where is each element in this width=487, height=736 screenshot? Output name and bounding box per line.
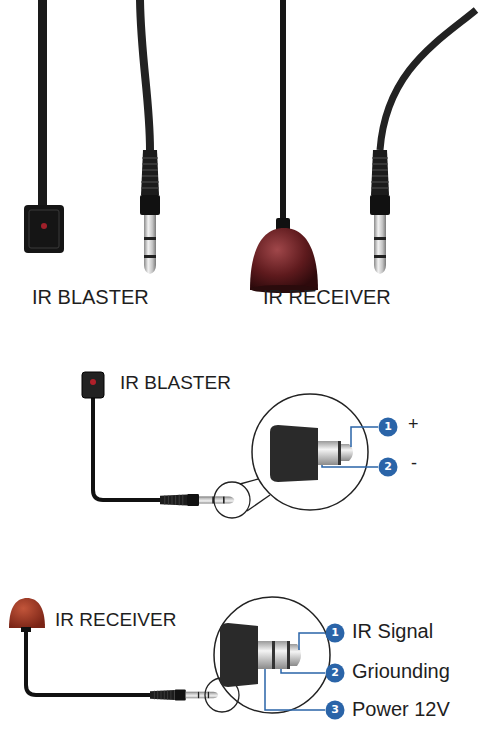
callout-number: 1 [378, 417, 398, 437]
ir-receiver-drawing-part [272, 641, 275, 669]
ir-receiver-plug-photo-part [370, 150, 390, 274]
ir-blaster-drawing-part [318, 441, 338, 465]
ir-blaster-drawing-part [322, 465, 378, 467]
ir-blaster-plug-photo-part [140, 0, 150, 150]
ir-receiver-drawing-part [265, 669, 325, 710]
ir-receiver-drawing-part [21, 627, 31, 632]
ir-receiver-drawing [9, 597, 330, 713]
pin-label: Power 12V [352, 697, 450, 721]
ir-blaster-photo-part [38, 0, 47, 210]
callout-number: 2 [325, 663, 345, 683]
ir-blaster-drawing-part [247, 495, 270, 511]
ir-blaster-drawing-part [214, 482, 250, 518]
ir-blaster-drawing-part [90, 379, 96, 385]
ir-receiver-drawing-part [150, 690, 218, 701]
ir-blaster-drawing-part [160, 494, 234, 506]
ir-blaster-photo-part [29, 210, 59, 248]
part-label: IR RECEIVER [55, 609, 176, 632]
ir-receiver-drawing-part [299, 633, 325, 650]
ir-blaster-drawing-part [338, 441, 341, 465]
ir-blaster-plug-photo-part [140, 150, 160, 274]
callout-number: 2 [378, 457, 398, 477]
part-label: IR BLASTER [32, 285, 149, 309]
ir-blaster-drawing-part [82, 372, 104, 398]
ir-blaster-plug-photo [140, 0, 160, 274]
callout-circle [379, 418, 398, 437]
ir-blaster-drawing [82, 372, 378, 518]
ir-blaster-photo-part [24, 205, 64, 253]
ir-receiver-plug-photo [370, 10, 476, 274]
ir-blaster-drawing-part [252, 394, 368, 510]
part-label: IR RECEIVER [263, 285, 391, 309]
callout-number: 1 [325, 623, 345, 643]
ir-receiver-drawing-part [287, 641, 290, 669]
callout-number: 1 [325, 623, 345, 643]
callout-number: 3 [325, 700, 345, 720]
callout-circle [379, 458, 398, 477]
polarity-sign: - [411, 453, 417, 475]
ir-receiver-plug-photo-part [380, 10, 476, 150]
ir-blaster-photo [24, 0, 64, 253]
ir-receiver-drawing-part [9, 598, 45, 628]
callout-circle [326, 701, 345, 720]
ir-receiver-drawing-part [214, 597, 330, 713]
ir-receiver-drawing-part [275, 641, 287, 669]
ir-blaster-drawing-part [351, 427, 378, 447]
ir-blaster-photo-part [41, 223, 47, 229]
polarity-sign: + [408, 414, 419, 436]
ir-receiver-drawing-part [258, 641, 272, 669]
ir-receiver-photo-part [250, 228, 318, 290]
ir-blaster-drawing-part [270, 425, 318, 482]
ir-receiver-drawing-part [26, 628, 152, 695]
pin-label: IR Signal [352, 619, 433, 643]
part-label: IR BLASTER [120, 372, 231, 395]
callout-number: 2 [325, 663, 345, 683]
callout-number: 2 [378, 457, 398, 477]
ir-receiver-photo [250, 0, 318, 293]
callout-circle [326, 624, 345, 643]
ir-receiver-photo-part [280, 0, 286, 224]
ir-blaster-drawing-part [93, 398, 162, 500]
ir-receiver-drawing-part [220, 623, 258, 687]
callout-circle [326, 664, 345, 683]
pin-label: Griounding [352, 659, 450, 683]
ir-receiver-drawing-part [281, 669, 325, 673]
callout-number: 1 [378, 417, 398, 437]
callout-number: 3 [325, 700, 345, 720]
